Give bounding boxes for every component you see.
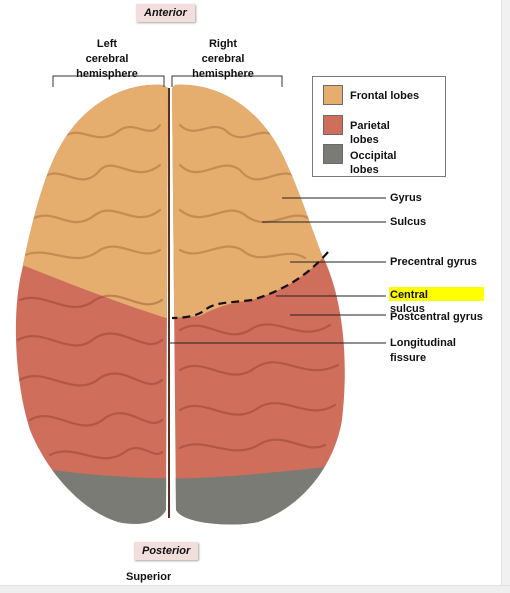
occipital-lobes-legend-label: Occipital lobes [350, 150, 397, 176]
vertical-scrollbar[interactable] [501, 0, 510, 593]
sulcus-label: Sulcus [390, 216, 427, 228]
parietal-lobes-legend-label: Parietal lobes [350, 120, 390, 146]
horizontal-scrollbar[interactable] [0, 585, 510, 593]
postcentral-gyrus-label: Postcentral gyrus [390, 311, 483, 323]
frontal-lobes-swatch [323, 85, 343, 105]
left-hemisphere-bracket [52, 75, 165, 87]
gyrus-label: Gyrus [390, 192, 422, 204]
precentral-gyrus-label: Precentral gyrus [390, 256, 477, 268]
longitudinal-fissure-label: Longitudinal fissure [390, 337, 456, 364]
right-hemisphere-label: Right cerebral hemisphere [192, 38, 254, 80]
superior-view-label: Superior view [126, 571, 172, 583]
central-sulcus-highlight [389, 287, 484, 301]
occipital-lobes-swatch [323, 144, 343, 164]
left-hemisphere-label: Left cerebral hemisphere [76, 38, 138, 80]
lobe-legend: Frontal lobes Parietal lobes Occipital l… [312, 76, 446, 177]
posterior-tag: Posterior [134, 542, 199, 560]
frontal-lobes-legend-label: Frontal lobes [350, 90, 420, 102]
right-hemisphere-bracket [171, 75, 283, 87]
anterior-tag: Anterior [136, 4, 195, 22]
central-sulcus-label: Central sulcus [390, 289, 428, 315]
parietal-lobes-swatch [323, 115, 343, 135]
